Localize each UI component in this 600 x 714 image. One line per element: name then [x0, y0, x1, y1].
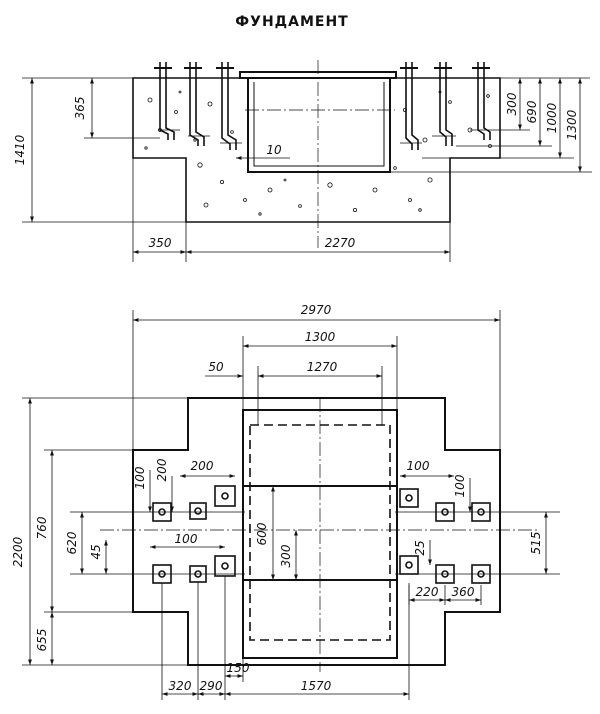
plan-dim-655: 655 — [35, 611, 133, 665]
svg-text:690: 690 — [525, 100, 539, 123]
svg-text:365: 365 — [73, 97, 87, 120]
svg-text:600: 600 — [255, 522, 269, 545]
right-anchor-bolts — [400, 62, 494, 150]
svg-text:2200: 2200 — [11, 536, 25, 567]
svg-text:760: 760 — [35, 516, 49, 539]
section-dim-1000: 1000 — [422, 78, 574, 159]
plan-view: 2970 1300 50 1270 2200 760 — [11, 303, 560, 700]
svg-text:2270: 2270 — [325, 236, 356, 250]
right-bolt-pads — [399, 488, 491, 584]
concrete-texture — [144, 90, 492, 216]
plan-dim-2970: 2970 — [132, 303, 501, 450]
svg-text:1300: 1300 — [565, 109, 579, 140]
plan-dim-2200: 2200 — [11, 397, 188, 666]
svg-text:2970: 2970 — [301, 303, 332, 317]
pit-walls — [247, 78, 391, 173]
svg-text:200: 200 — [191, 459, 214, 473]
plan-dim-1300: 1300 — [242, 330, 398, 410]
plan-dim-100-right-top: 100 — [400, 459, 454, 478]
svg-text:300: 300 — [279, 544, 293, 567]
plan-dim-25: 25 — [413, 540, 432, 565]
section-dim-365: 365 — [73, 78, 160, 139]
svg-text:100: 100 — [407, 459, 430, 473]
svg-text:150: 150 — [227, 661, 250, 675]
svg-text:1000: 1000 — [545, 102, 559, 133]
section-view: 1410 365 10 350 2270 30 — [13, 60, 592, 262]
svg-text:300: 300 — [505, 92, 519, 115]
svg-text:100: 100 — [133, 466, 147, 489]
pit-cover — [239, 71, 397, 79]
plan-dim-150: 150 — [225, 661, 250, 678]
plan-dim-620: 620 — [65, 512, 84, 574]
plan-dim-200-top: 200 — [180, 459, 235, 478]
plan-dim-100-mid: 100 — [150, 532, 225, 549]
section-dim-1300: 1300 — [390, 78, 592, 173]
plan-dim-50: 50 — [205, 360, 383, 425]
section-dim-350: 350 — [132, 158, 451, 262]
svg-text:350: 350 — [149, 236, 172, 250]
pit-inner — [253, 82, 385, 167]
svg-text:515: 515 — [529, 532, 543, 555]
plan-dim-515: 515 — [529, 512, 548, 574]
plan-dim-600: 600 — [255, 486, 275, 580]
plan-dim-1570: 1570 — [225, 679, 409, 696]
svg-text:1410: 1410 — [13, 134, 27, 165]
svg-text:1300: 1300 — [305, 330, 336, 344]
plan-dim-320: 320 — [161, 576, 410, 700]
svg-text:25: 25 — [413, 540, 427, 555]
plan-dim-290: 290 — [198, 679, 225, 696]
svg-text:655: 655 — [35, 629, 49, 652]
drawing-title: ФУНДАМЕНТ — [235, 14, 348, 30]
svg-text:50: 50 — [208, 360, 224, 374]
section-dim-10: 10 — [236, 143, 290, 160]
svg-text:10: 10 — [266, 143, 282, 157]
section-dim-300: 300 — [494, 77, 590, 131]
svg-text:200: 200 — [155, 458, 169, 481]
svg-text:220: 220 — [416, 585, 439, 599]
section-dim-690: 690 — [456, 78, 552, 147]
plan-dim-760: 760 — [35, 449, 133, 612]
svg-text:100: 100 — [175, 532, 198, 546]
plan-dim-360: 360 — [445, 585, 481, 602]
section-dim-2270: 2270 — [186, 236, 450, 254]
svg-text:360: 360 — [452, 585, 475, 599]
plan-dim-100-right-vert: 100 — [453, 474, 472, 512]
svg-text:1270: 1270 — [307, 360, 338, 374]
section-dim-1410: 1410 — [13, 77, 186, 223]
svg-text:290: 290 — [200, 679, 223, 693]
svg-text:1570: 1570 — [301, 679, 332, 693]
svg-text:320: 320 — [169, 679, 192, 693]
plan-dim-200-left: 200 — [155, 458, 174, 512]
svg-text:100: 100 — [453, 474, 467, 497]
plan-dim-300: 300 — [279, 530, 298, 580]
svg-text:620: 620 — [65, 531, 79, 554]
left-anchor-bolts — [154, 62, 242, 150]
section-concrete-outline — [132, 77, 501, 223]
plan-dim-45: 45 — [89, 540, 108, 574]
plan-dim-100-left: 100 — [133, 466, 152, 512]
svg-text:45: 45 — [89, 544, 103, 559]
plan-dim-1270: 1270 — [258, 360, 382, 378]
